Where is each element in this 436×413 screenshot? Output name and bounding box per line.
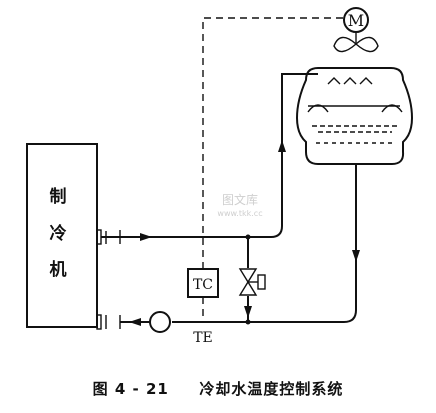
motor-label: M <box>348 11 364 30</box>
outlet-pipe <box>96 73 318 245</box>
fan-icon <box>333 36 379 53</box>
valve-actuator <box>257 274 266 290</box>
temperature-controller <box>187 268 219 298</box>
return-pipe <box>96 164 360 333</box>
sensor-label: TE <box>193 330 213 346</box>
temperature-control-loop: TC TE <box>187 17 344 346</box>
fan-motor-assembly: M <box>333 7 379 53</box>
control-signal-line <box>202 17 344 269</box>
bypass-arrow-down <box>244 306 252 318</box>
chiller-unit: 制 冷 机 <box>26 143 98 328</box>
watermark: 图文库 www.tkk.cc <box>217 192 262 218</box>
bypass-valve <box>238 268 266 296</box>
cooling-tower <box>295 67 414 165</box>
figure-number: 图 4 - 21 <box>92 380 169 398</box>
watermark-url: www.tkk.cc <box>217 209 262 218</box>
chiller-label-char-1: 制 <box>50 186 67 207</box>
watermark-title: 图文库 <box>222 192 258 207</box>
figure-caption: 图 4 - 21 冷却水温度控制系统 <box>0 378 436 399</box>
pump-arrow-left <box>129 318 141 326</box>
flow-arrow-up <box>278 140 286 152</box>
bypass-branch <box>238 234 266 325</box>
chiller-label-char-3: 机 <box>50 259 67 280</box>
pump-icon <box>149 311 171 333</box>
figure-title: 冷却水温度控制系统 <box>199 380 344 398</box>
controller-label: TC <box>193 277 213 293</box>
flow-arrow-right <box>140 233 152 241</box>
chiller-label-char-2: 冷 <box>50 223 67 244</box>
motor-icon <box>343 7 369 33</box>
return-arrow-down <box>352 250 360 262</box>
